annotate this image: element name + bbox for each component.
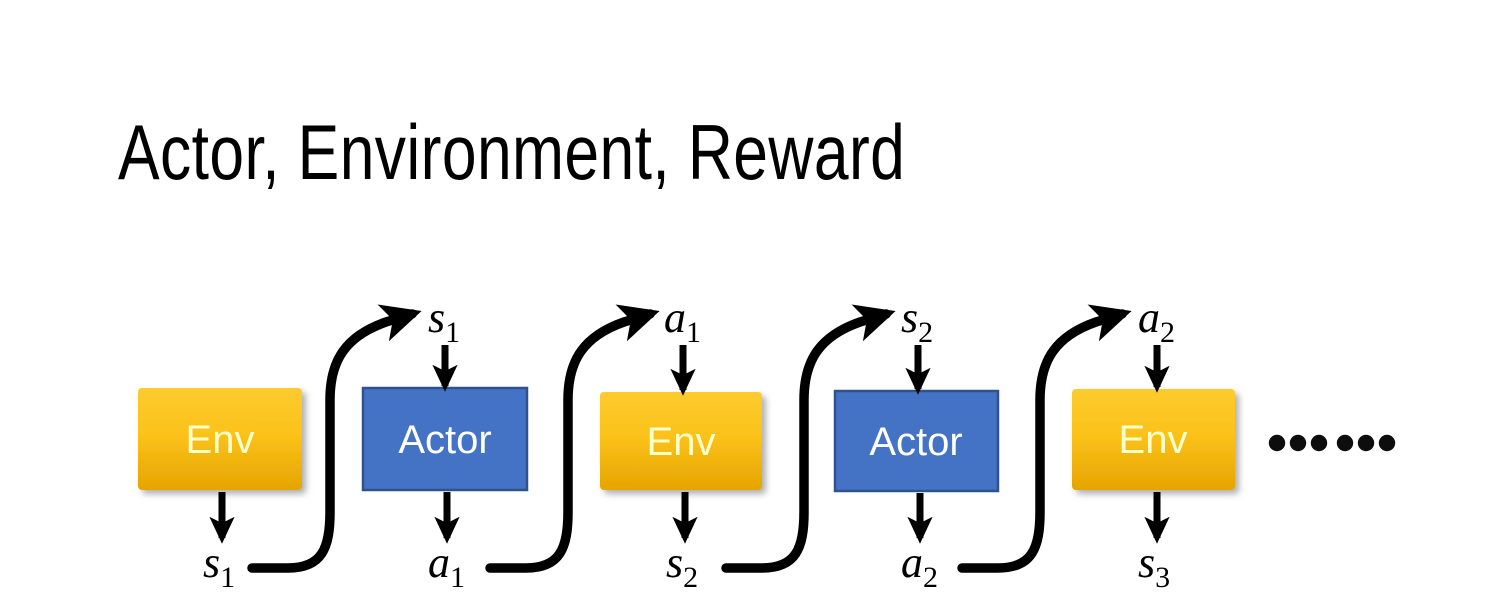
node-env-3[interactable]: Env <box>1072 389 1235 490</box>
bottom-label-s1: s1 <box>203 538 235 594</box>
node-env-2[interactable]: Env <box>600 392 762 490</box>
top-label-s2-sub: 2 <box>918 316 933 349</box>
bottom-label-a1-base: a <box>428 538 450 587</box>
top-label-a1: a1 <box>664 293 701 349</box>
node-actor-2[interactable]: Actor <box>833 389 1000 493</box>
top-label-s1-sub: 1 <box>445 316 460 349</box>
connector-s2-to-actor <box>721 304 896 573</box>
bottom-label-a1: a1 <box>428 538 465 594</box>
node-actor-1[interactable]: Actor <box>361 386 529 492</box>
bottom-label-s3-sub: 3 <box>1155 561 1170 594</box>
actor-box-1-label: Actor <box>398 418 491 462</box>
top-label-a2: a2 <box>1138 293 1175 349</box>
ellipsis-dot <box>1310 434 1328 452</box>
arrows-out-of-boxes <box>209 492 1170 544</box>
connector-a2-to-env <box>957 304 1132 573</box>
top-label-a2-sub: 2 <box>1160 316 1175 349</box>
top-label-a1-base: a <box>664 293 686 342</box>
ellipsis-dot <box>1336 434 1354 452</box>
connector-a1-to-env <box>485 304 660 573</box>
actor-box-2[interactable] <box>833 389 1000 493</box>
bottom-variable-labels: s1 a1 s2 a2 s3 <box>203 538 1170 594</box>
env-box-2[interactable] <box>600 392 762 490</box>
top-label-s2-base: s <box>901 293 918 342</box>
connector-group <box>247 304 1132 573</box>
bottom-label-a1-sub: 1 <box>450 561 465 594</box>
ellipsis-dot <box>1268 434 1286 452</box>
bottom-label-s2: s2 <box>666 538 698 594</box>
top-label-a2-base: a <box>1138 293 1160 342</box>
bottom-label-s1-base: s <box>203 538 220 587</box>
env-box-2-label: Env <box>647 420 716 464</box>
top-label-s1-base: s <box>428 293 445 342</box>
bottom-label-s2-sub: 2 <box>683 561 698 594</box>
ellipsis-dot <box>1357 434 1375 452</box>
actor-box-2-label: Actor <box>869 420 962 464</box>
bottom-label-s1-sub: 1 <box>220 561 235 594</box>
env-box-1-label: Env <box>186 418 255 462</box>
ellipsis-dot <box>1289 434 1307 452</box>
node-env-1[interactable]: Env <box>138 388 302 490</box>
bottom-label-a2-base: a <box>901 538 923 587</box>
bottom-label-s3-base: s <box>1138 538 1155 587</box>
top-label-s2: s2 <box>901 293 933 349</box>
env-box-3-label: Env <box>1119 418 1188 462</box>
top-variable-labels: s1 a1 s2 a2 <box>428 293 1175 349</box>
top-label-s1: s1 <box>428 293 460 349</box>
bottom-label-a2: a2 <box>901 538 938 594</box>
continuation-ellipsis-icon <box>1268 434 1396 452</box>
arrows-into-boxes <box>432 345 1170 396</box>
bottom-label-s3: s3 <box>1138 538 1170 594</box>
connector-s1-to-actor <box>247 304 422 573</box>
env-box-1[interactable] <box>138 388 302 490</box>
bottom-label-a2-sub: 2 <box>923 561 938 594</box>
bottom-label-s2-base: s <box>666 538 683 587</box>
env-box-3[interactable] <box>1072 389 1235 490</box>
top-label-a1-sub: 1 <box>686 316 701 349</box>
ellipsis-dot <box>1378 434 1396 452</box>
page-title: Actor, Environment, Reward <box>118 108 906 196</box>
